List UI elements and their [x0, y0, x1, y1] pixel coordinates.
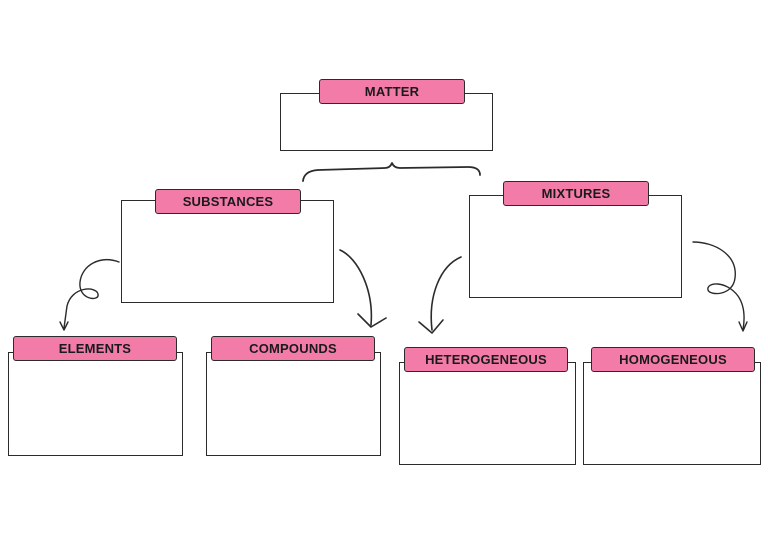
matter-brace: [302, 162, 481, 182]
substances-box: [121, 200, 334, 303]
elements-label: ELEMENTS: [13, 336, 177, 361]
arrow-mixtures-heterogeneous: [430, 256, 462, 331]
compounds-box: [206, 352, 381, 456]
matter-label: MATTER: [319, 79, 465, 104]
arrow-substances-elements: [63, 259, 120, 329]
arrowhead-homogeneous: [738, 321, 748, 332]
mixtures-box: [469, 195, 682, 298]
arrowhead-elements: [59, 321, 69, 331]
substances-label: SUBSTANCES: [155, 189, 301, 214]
compounds-label: COMPOUNDS: [211, 336, 375, 361]
arrow-substances-compounds: [339, 249, 373, 326]
arrow-mixtures-homogeneous: [692, 241, 745, 331]
arrowhead-heterogeneous: [418, 319, 444, 334]
homogeneous-label: HOMOGENEOUS: [591, 347, 755, 372]
mixtures-label: MIXTURES: [503, 181, 649, 206]
arrowhead-compounds: [357, 313, 387, 328]
heterogeneous-box: [399, 362, 576, 465]
homogeneous-box: [583, 362, 761, 465]
elements-box: [8, 352, 183, 456]
heterogeneous-label: HETEROGENEOUS: [404, 347, 568, 372]
